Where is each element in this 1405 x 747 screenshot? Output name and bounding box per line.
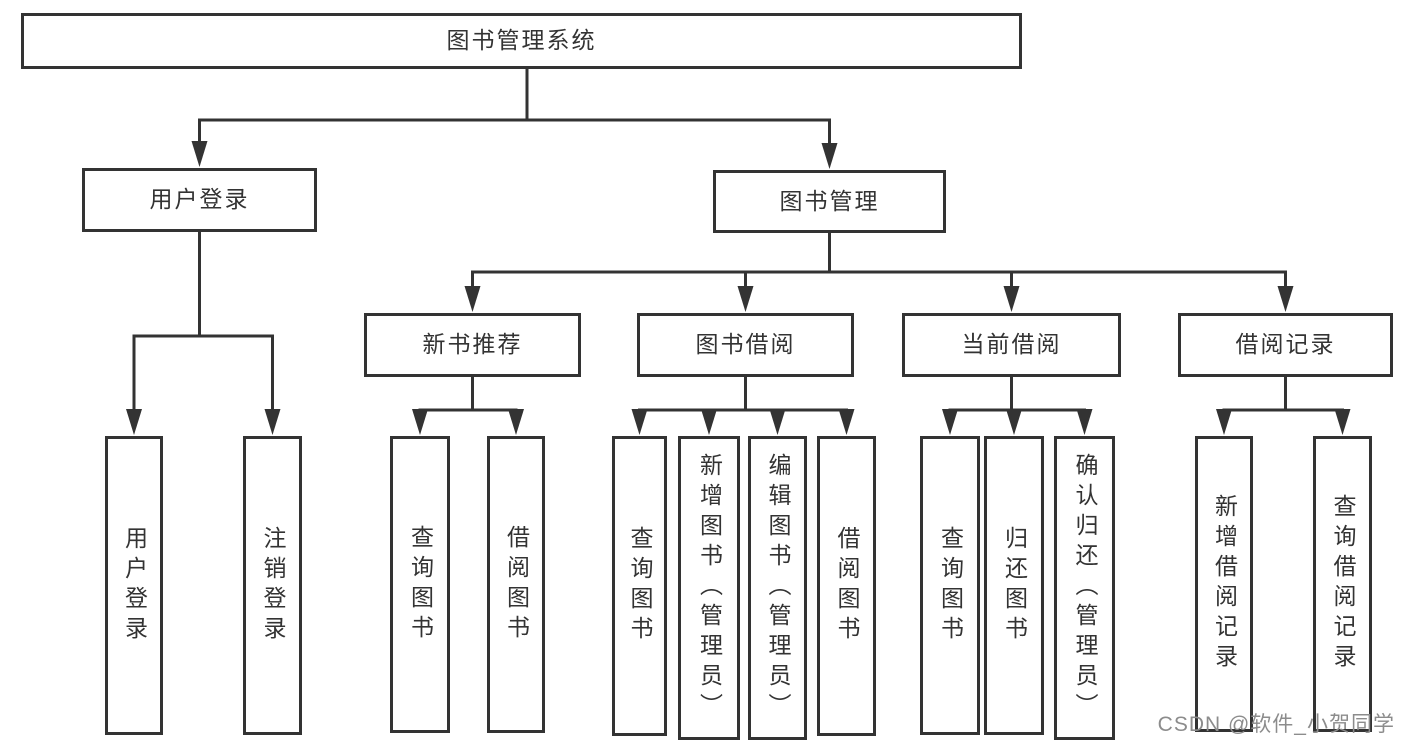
node-label: 编辑图书（管理员）: [765, 453, 791, 723]
node-label: 用户登录: [149, 186, 250, 213]
arrowhead-icon: [464, 286, 481, 312]
arrowhead-icon: [701, 409, 717, 435]
connector-user-login-branch: [126, 232, 281, 435]
node-book-borrow: 图书借阅: [637, 313, 854, 377]
node-label: 借阅图书: [834, 526, 860, 646]
node-book-mgmt-branch: 图书管理: [713, 170, 946, 233]
arrowhead-icon: [1334, 409, 1351, 435]
arrowhead-icon: [769, 409, 786, 435]
arrowhead-icon: [942, 409, 958, 435]
node-leaf-add-book: 新增图书（管理员）: [678, 436, 740, 740]
connector-book-mgmt-branch: [464, 233, 1294, 312]
connector-new-book-rec: [412, 377, 524, 435]
node-borrow-records: 借阅记录: [1178, 313, 1393, 377]
arrowhead-icon: [126, 409, 142, 435]
node-leaf-edit-book: 编辑图书（管理员）: [748, 436, 807, 740]
arrowhead-icon: [1076, 409, 1093, 435]
node-leaf-user-login: 用户登录: [105, 436, 163, 735]
node-label: 确认归还（管理员）: [1072, 453, 1098, 723]
node-leaf-add-borrow-record: 新增借阅记录: [1195, 436, 1253, 732]
arrowhead-icon: [631, 409, 648, 435]
node-label: 当前借阅: [961, 331, 1062, 358]
node-leaf-query-book-1: 查询图书: [390, 436, 450, 733]
csdn-watermark: CSDN @软件_小贺同学: [1157, 713, 1395, 736]
node-label: 图书借阅: [695, 331, 796, 358]
node-label: 注销登录: [260, 525, 286, 646]
node-label: 新书推荐: [422, 331, 523, 358]
node-label: 图书管理: [779, 187, 880, 214]
arrowhead-icon: [1006, 409, 1022, 435]
node-label: 查询图书: [407, 524, 434, 645]
node-current-borrow: 当前借阅: [902, 313, 1121, 377]
node-leaf-return-book: 归还图书: [984, 436, 1044, 735]
node-leaf-confirm-return: 确认归还（管理员）: [1054, 436, 1115, 740]
arrowhead-icon: [1003, 286, 1020, 312]
arrowhead-icon: [508, 409, 524, 435]
node-leaf-borrow-book-1: 借阅图书: [487, 436, 545, 733]
node-label: 借阅图书: [503, 524, 530, 645]
arrowhead-icon: [737, 286, 754, 312]
connector-current-borrow: [942, 377, 1093, 435]
node-leaf-query-book-2: 查询图书: [612, 436, 667, 736]
node-label: 图书管理系统: [446, 27, 597, 54]
connector-book-borrow: [631, 377, 855, 435]
node-leaf-query-book-3: 查询图书: [920, 436, 980, 735]
node-label: 新增图书（管理员）: [696, 453, 723, 723]
node-leaf-query-borrow-record: 查询借阅记录: [1313, 436, 1372, 732]
node-label: 借阅记录: [1235, 331, 1336, 358]
arrowhead-icon: [264, 409, 281, 435]
node-leaf-borrow-book-2: 借阅图书: [817, 436, 876, 736]
node-label: 查询图书: [627, 526, 653, 646]
arrowhead-icon: [191, 141, 208, 167]
node-root: 图书管理系统: [21, 13, 1022, 69]
connector-borrow-records: [1216, 377, 1351, 435]
node-new-book-rec: 新书推荐: [364, 313, 581, 377]
node-label: 新增借阅记录: [1211, 494, 1238, 674]
connector-root: [191, 69, 838, 169]
node-label: 查询图书: [937, 525, 964, 646]
arrowhead-icon: [838, 409, 855, 435]
node-leaf-logout: 注销登录: [243, 436, 302, 735]
arrowhead-icon: [1277, 286, 1294, 312]
node-user-login-branch: 用户登录: [82, 168, 317, 232]
node-label: 用户登录: [121, 525, 148, 646]
node-label: 查询借阅记录: [1330, 494, 1356, 674]
node-label: 归还图书: [1001, 525, 1028, 646]
arrowhead-icon: [1216, 409, 1232, 435]
arrowhead-icon: [412, 409, 428, 435]
arrowhead-icon: [821, 143, 838, 169]
